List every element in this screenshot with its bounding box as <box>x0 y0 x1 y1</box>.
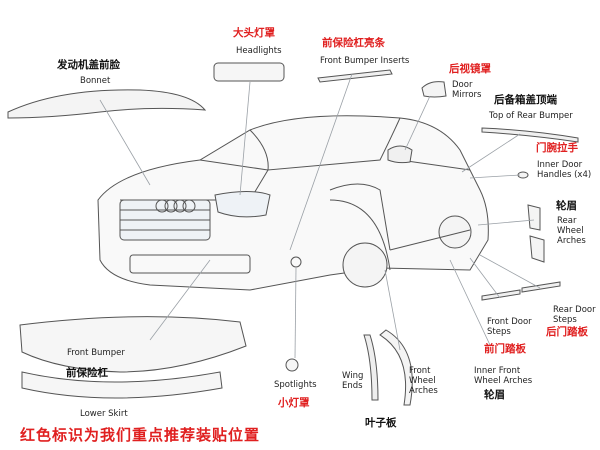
wing-end-part <box>363 334 379 401</box>
footer-note: 红色标识为我们重点推荐装贴位置 <box>20 426 261 444</box>
front-bumper-label-cn: 前保险杠 <box>66 367 108 379</box>
spotlight-part <box>285 358 299 372</box>
rear-wheel-arch-part <box>527 204 541 231</box>
spotlights-label-cn: 小灯罩 <box>278 397 310 409</box>
front-bumper-inserts-label-cn: 前保险杠亮条 <box>322 37 385 49</box>
front-door-steps-label-cn: 前门踏板 <box>484 343 526 355</box>
spotlights-label-en: Spotlights <box>274 380 317 390</box>
door-mirror-part <box>421 81 447 98</box>
headlights-label-en: Headlights <box>236 46 282 56</box>
rear-wheel-arches-label-en: Rear Wheel Arches <box>557 216 586 246</box>
inner-front-wheel-arches-label-cn: 轮眉 <box>484 389 505 401</box>
headlight-part <box>213 62 285 82</box>
front-bumper-label-en: Front Bumper <box>67 348 125 358</box>
top-rear-bumper-label-cn: 后备箱盖顶端 <box>494 94 557 106</box>
inner-front-wheel-arches-label-en: Inner Front Wheel Arches <box>474 366 533 386</box>
lower-skirt-label-en: Lower Skirt <box>80 409 128 419</box>
front-wheel-arches-label-en: Front Wheel Arches <box>409 366 438 396</box>
bonnet-part <box>7 89 207 119</box>
door-mirrors-label-en: Door Mirrors <box>452 80 482 100</box>
front-bumper-part <box>19 316 247 373</box>
rear-bumper-top-part <box>481 127 579 143</box>
lower-skirt-part <box>21 371 223 399</box>
front-door-step-part <box>481 289 521 301</box>
top-rear-bumper-label-en: Top of Rear Bumper <box>489 111 573 121</box>
rear-door-steps-label-en: Rear Door Steps <box>553 305 596 325</box>
front-wheel-arch-part <box>379 329 413 406</box>
front-bumper-inserts-label-en: Front Bumper Inserts <box>320 56 410 66</box>
wing-ends-label-cn: 叶子板 <box>365 417 397 429</box>
rear-door-steps-label-cn: 后门踏板 <box>546 326 588 338</box>
rear-door-step-part <box>521 281 561 293</box>
door-mirrors-label-cn: 后视镜罩 <box>449 63 491 75</box>
headlights-label-cn: 大头灯罩 <box>233 27 275 39</box>
bumper-insert-part <box>317 69 393 83</box>
inner-door-handles-label-cn: 门腕拉手 <box>536 142 578 154</box>
front-door-steps-label-en: Front Door Steps <box>487 317 532 337</box>
car-body <box>97 115 489 291</box>
rear-wheel-arches-label-cn: 轮眉 <box>556 200 577 212</box>
wing-ends-label-en: Wing Ends <box>342 371 364 391</box>
bonnet-label-en: Bonnet <box>80 76 111 86</box>
bonnet-label-cn: 发动机盖前脸 <box>57 59 120 71</box>
inner-door-handles-label-en: Inner Door Handles (x4) <box>537 160 592 180</box>
